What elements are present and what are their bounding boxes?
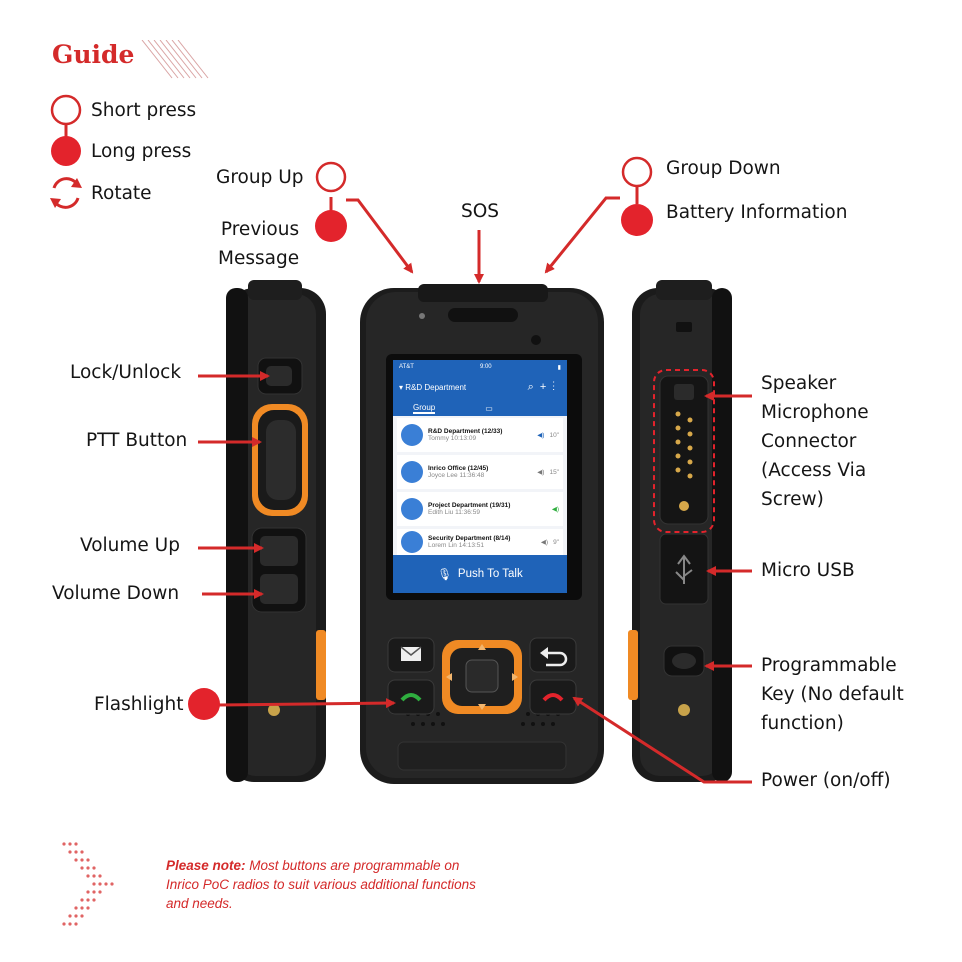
chevron-dots-decoration	[62, 842, 114, 926]
guide-hatch-decoration	[141, 40, 209, 79]
note-text: Most buttons are programmable on Inrico …	[166, 858, 476, 911]
label-previous-message: Previous Message	[218, 219, 300, 269]
group-name: R&D Department (12/33)	[428, 428, 503, 435]
group-avatar	[401, 498, 423, 520]
guide-legend-icons	[50, 94, 82, 209]
screen-title-bar: ▾ R&D Department ⌕+⋮	[393, 374, 567, 400]
add-icon[interactable]: +	[539, 380, 553, 393]
speaker-icon: ◀)	[551, 506, 559, 513]
speaker-icon: ◀)	[540, 539, 549, 546]
label-micro-usb: Micro USB	[761, 560, 855, 581]
group-avatar	[401, 461, 423, 483]
group-avatar	[401, 424, 423, 446]
group-member: Lorem Lin	[428, 542, 457, 549]
label-group-down: Group Down	[666, 158, 781, 179]
microphone-icon: 🎙	[437, 569, 452, 581]
group-time: 11:36:59	[455, 509, 480, 516]
battery-long-press-marker	[621, 204, 653, 236]
group-extra: 9"	[553, 538, 559, 546]
device-right-side-view	[628, 280, 732, 782]
group-time: 14:13:51	[458, 542, 485, 549]
screen-time: 9:00	[479, 364, 492, 370]
label-flashlight: Flashlight	[94, 694, 184, 715]
screen-group-title[interactable]: ▾ R&D Department	[399, 382, 467, 392]
list-item[interactable]: Project Department (19/31)Edith Liu 11:3…	[397, 492, 563, 526]
open-circle-icon	[50, 94, 82, 126]
group-avatar	[401, 531, 423, 553]
label-speaker-microphone-connector: Speaker Microphone Connector (Access Via…	[761, 373, 869, 510]
label-volume-up: Volume Up	[80, 535, 180, 556]
more-icon[interactable]: ⋮	[552, 380, 561, 393]
group-member: Edith Liu	[428, 509, 454, 516]
group-name: Security Department (8/14)	[428, 535, 511, 542]
speaker-icon: ◀)	[537, 469, 545, 476]
group-name: Inrico Office (12/45)	[428, 465, 489, 472]
label-battery-information: Battery Information	[666, 202, 848, 223]
push-to-talk-label: Push To Talk	[457, 568, 523, 580]
group-extra: 15"	[549, 468, 559, 476]
label-group-up: Group Up	[216, 167, 304, 188]
legend-short-press-label: Short press	[91, 100, 197, 121]
label-lock-unlock: Lock/Unlock	[70, 362, 182, 383]
group-member: Joyce Lee	[428, 472, 458, 479]
group-up-short-press-marker	[315, 161, 347, 193]
group-time: 10:13:09	[450, 435, 477, 442]
label-sos: SOS	[461, 201, 500, 222]
speaker-icon: ◀)	[537, 432, 545, 439]
previous-message-long-press-marker	[315, 210, 347, 242]
group-down-short-press-marker	[621, 156, 653, 188]
filled-circle-icon	[51, 136, 81, 166]
label-power: Power (on/off)	[761, 770, 891, 791]
note-prefix: Please note:	[166, 858, 246, 873]
group-name: Project Department (19/31)	[428, 502, 511, 509]
group-extra: 10"	[549, 431, 559, 439]
device-left-side-view	[226, 280, 326, 782]
flashlight-long-press-marker	[188, 688, 220, 720]
label-ptt-button: PTT Button	[86, 430, 188, 451]
list-item[interactable]: R&D Department (12/33)Tommy 10:13:09 ◀) 1…	[397, 418, 563, 452]
legend-long-press-label: Long press	[91, 141, 192, 162]
legend-rotate-label: Rotate	[91, 183, 152, 204]
guide-title: Guide	[52, 40, 135, 69]
list-item[interactable]: Inrico Office (12/45)Joyce Lee 11:36:48 …	[397, 455, 563, 489]
label-programmable-key: Programmable Key (No default function)	[761, 655, 904, 734]
list-item[interactable]: Security Department (8/14)Lorem Lin 14:1…	[397, 529, 563, 555]
screen-tabs: Group ▭	[393, 400, 567, 416]
tab-group[interactable]: Group	[413, 402, 436, 414]
please-note: Please note: Most buttons are programmab…	[166, 856, 486, 913]
push-to-talk-button[interactable]: 🎙 Push To Talk	[393, 555, 567, 593]
search-icon[interactable]: ⌕	[527, 380, 540, 393]
screen-carrier: AT&T	[399, 364, 414, 370]
group-list: R&D Department (12/33)Tommy 10:13:09 ◀) 1…	[393, 416, 567, 557]
device-screen: AT&T 9:00 ▮ ▾ R&D Department ⌕+⋮ Group ▭…	[393, 360, 567, 593]
group-member: Tommy	[428, 435, 449, 442]
usb-icon	[675, 554, 693, 584]
screen-status-bar: AT&T 9:00 ▮	[393, 360, 567, 374]
chat-icon[interactable]: ▭	[485, 403, 493, 413]
battery-icon: ▮	[557, 364, 561, 371]
group-time: 11:36:48	[459, 472, 485, 479]
speaker-microphone-outline	[653, 369, 715, 533]
label-volume-down: Volume Down	[52, 583, 180, 604]
